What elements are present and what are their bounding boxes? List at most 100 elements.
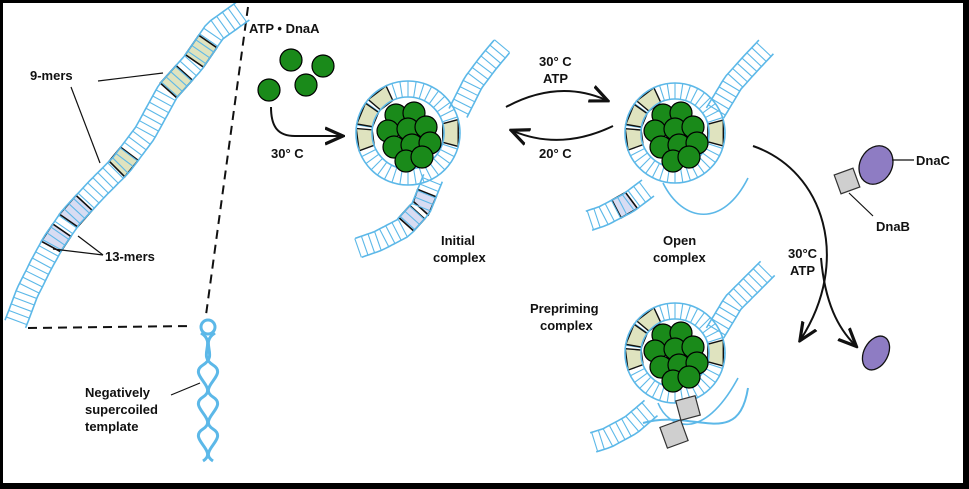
- base-pair: [467, 72, 485, 86]
- base-pair: [476, 61, 493, 75]
- bound-dnab-lower: [659, 419, 689, 449]
- dnaa-protein: [410, 145, 434, 169]
- base-pair: [58, 214, 78, 229]
- base-pair: [152, 95, 173, 108]
- base-pair: [13, 296, 35, 306]
- base-pair: [399, 215, 416, 231]
- figure-panel: ATP • DnaA 9-mers 13-mers Negatively sup…: [3, 3, 963, 483]
- step2-temperature: 30° C: [539, 54, 572, 69]
- base-pair: [6, 316, 28, 326]
- dna-strand: [705, 260, 762, 329]
- base-pair: [72, 197, 90, 214]
- base-pair: [404, 210, 420, 225]
- released-dnac: [861, 335, 891, 371]
- base-pair: [15, 290, 37, 299]
- dnaa-protein: [677, 365, 701, 389]
- dna-strand: [705, 39, 760, 109]
- base-pair: [87, 182, 105, 199]
- origin-dna-ladder: [4, 3, 250, 329]
- dnaa-cluster: [643, 101, 709, 173]
- prepriming-label-2: complex: [540, 318, 594, 333]
- dna-strand: [24, 19, 250, 329]
- dna-strand: [585, 179, 643, 212]
- base-pair: [409, 205, 425, 220]
- initial-complex-label-1: Initial: [441, 233, 475, 248]
- dna-arm: [448, 39, 511, 118]
- dnab-protein: [833, 167, 861, 195]
- single-strand-bubble: [662, 177, 749, 216]
- base-pair: [367, 233, 376, 253]
- step3-atp: ATP: [790, 263, 815, 278]
- recognition-box: [108, 146, 140, 178]
- prepriming-label-1: Prepriming: [530, 301, 599, 316]
- origin-ladder: [4, 3, 250, 329]
- base-pair: [391, 222, 402, 241]
- supercoiled-template: [196, 318, 220, 463]
- base-pair: [747, 273, 763, 289]
- step1-temperature: 30° C: [271, 146, 304, 161]
- base-pair: [459, 86, 479, 97]
- base-pair: [711, 98, 730, 110]
- initial-complex: [354, 39, 511, 258]
- step3-temperature: 30°C: [788, 246, 818, 261]
- base-pair: [627, 190, 641, 207]
- base-pair: [757, 263, 773, 279]
- base-pair: [621, 418, 632, 437]
- base-pair: [711, 318, 730, 330]
- base-pair: [630, 411, 645, 428]
- reverse-temperature: 20° C: [539, 146, 572, 161]
- base-pair: [165, 76, 183, 92]
- base-pair: [715, 92, 733, 104]
- recognition-box: [610, 191, 639, 219]
- base-pair: [50, 226, 70, 240]
- base-pair: [82, 187, 100, 204]
- dna-strand: [4, 3, 237, 321]
- base-pair: [742, 278, 758, 294]
- base-pair: [32, 257, 52, 269]
- base-pair: [142, 113, 163, 126]
- initial-complex-label-2: complex: [433, 250, 487, 265]
- base-pair: [374, 231, 382, 251]
- base-pair: [722, 300, 741, 312]
- base-pair: [485, 50, 502, 64]
- dna-strand: [361, 181, 444, 258]
- dnab-dnac-complex: [833, 145, 914, 217]
- base-pair: [718, 86, 737, 98]
- base-pair: [203, 27, 223, 42]
- base-pair: [752, 268, 768, 284]
- open-complex-label-1: Open: [663, 233, 696, 248]
- base-pair: [145, 107, 166, 120]
- base-pair: [139, 120, 159, 132]
- open-complex: [585, 39, 774, 231]
- base-pair: [107, 162, 124, 179]
- base-pair: [68, 203, 86, 219]
- base-pair: [174, 65, 193, 82]
- base-pair: [614, 421, 626, 440]
- dna-arm: [585, 179, 655, 231]
- dnaa-cluster: [376, 101, 442, 173]
- base-pair: [597, 430, 605, 450]
- base-pair: [636, 406, 650, 423]
- base-pair: [641, 402, 656, 419]
- step3-arrow: [752, 145, 828, 339]
- base-pair: [718, 306, 737, 318]
- base-pair: [77, 192, 95, 209]
- base-pair: [195, 39, 215, 53]
- dna-arm: [705, 39, 774, 119]
- base-pair: [480, 55, 497, 70]
- base-pair: [411, 203, 431, 212]
- base-pair: [132, 130, 151, 145]
- atp-dnaa-label: ATP • DnaA: [249, 21, 320, 36]
- base-pair: [728, 293, 743, 308]
- step1-arrow: [270, 106, 341, 136]
- nine-mer-site: [707, 339, 724, 367]
- base-pair: [54, 220, 74, 235]
- base-pair: [462, 79, 482, 90]
- base-pair: [35, 251, 56, 263]
- base-pair: [756, 42, 772, 57]
- nine-mers-label: 9-mers: [30, 68, 73, 83]
- open-complex-label-2: complex: [653, 250, 707, 265]
- base-pair: [633, 185, 647, 203]
- base-pair: [417, 190, 436, 199]
- base-pair: [737, 283, 753, 299]
